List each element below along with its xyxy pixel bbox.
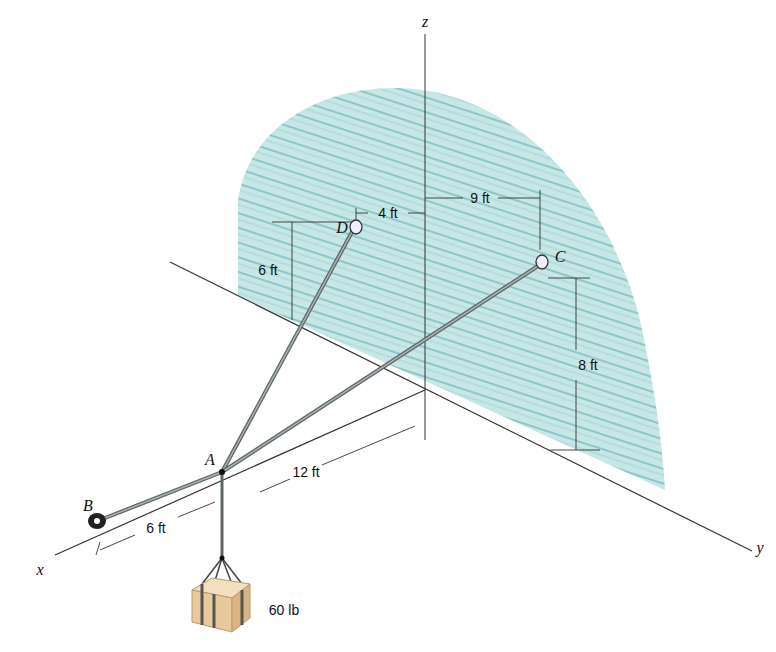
point-label: A	[205, 452, 215, 468]
wall	[238, 88, 665, 490]
crate	[192, 556, 250, 633]
point-label: D	[336, 220, 348, 236]
point-label: x	[36, 562, 43, 578]
dimension-label: 6 ft	[258, 263, 277, 277]
dimension-label: 60 lb	[269, 603, 299, 617]
x-axis	[55, 390, 425, 555]
point-label: B	[83, 498, 93, 514]
rings	[350, 220, 548, 269]
eye-bolt	[88, 513, 106, 529]
point-label: C	[555, 249, 566, 265]
point-a	[219, 469, 225, 475]
dimension-label: 6 ft	[146, 521, 165, 535]
ropes	[100, 232, 538, 558]
dimension-label: 12 ft	[292, 465, 319, 479]
dimension-label: 8 ft	[578, 358, 597, 372]
z-axis	[425, 34, 426, 440]
point-label: z	[422, 14, 428, 30]
dimension-lines	[96, 190, 600, 555]
point-label: y	[756, 540, 763, 556]
dimension-label: 4 ft	[378, 206, 397, 220]
dimension-label: 9 ft	[470, 191, 489, 205]
